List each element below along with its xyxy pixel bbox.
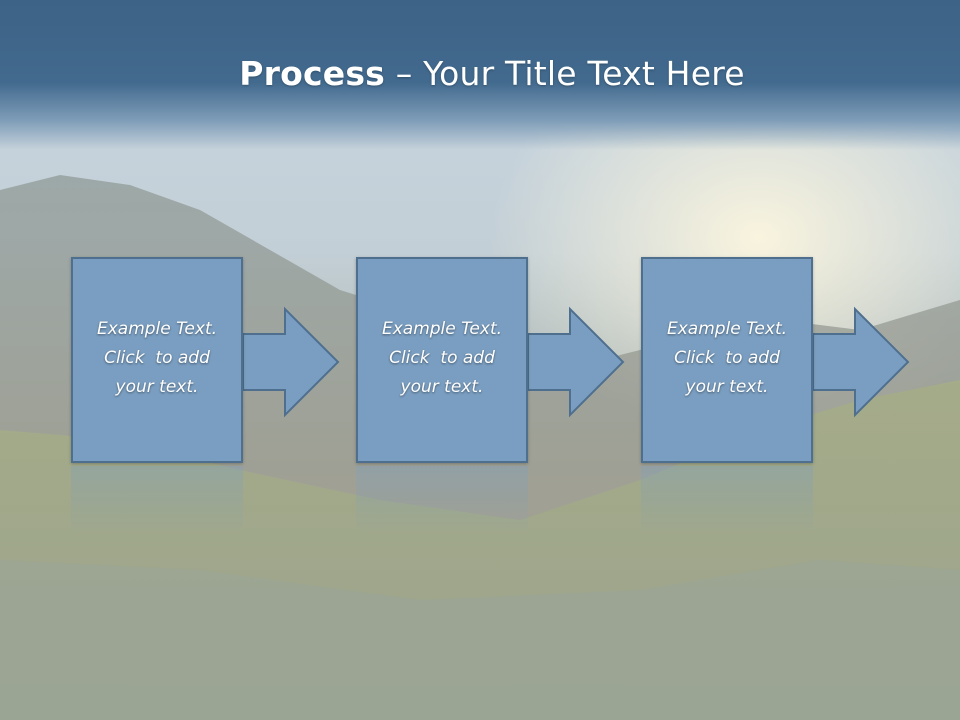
step-3-line-2: Click to add	[674, 348, 780, 368]
step-1-line-2: Click to add	[104, 348, 210, 368]
process-arrow-3	[812, 306, 910, 418]
process-arrow-1	[242, 306, 340, 418]
step-2-line-3: your text.	[400, 377, 484, 397]
title-bold-text: Process	[239, 54, 386, 93]
slide-title[interactable]: Process – Your Title Text Here	[0, 54, 960, 93]
step-3-line-1: Example Text.	[666, 319, 788, 339]
step-2-reflection	[356, 466, 528, 536]
step-3-reflection	[641, 466, 813, 536]
step-1-text: Example Text. Click to add your text.	[73, 315, 241, 402]
title-bar	[0, 0, 960, 150]
step-3-line-3: your text.	[685, 377, 769, 397]
process-step-box-2[interactable]: Example Text. Click to add your text.	[356, 257, 528, 463]
process-step-box-3[interactable]: Example Text. Click to add your text.	[641, 257, 813, 463]
title-rest-text: – Your Title Text Here	[385, 54, 745, 93]
step-1-line-3: your text.	[115, 377, 199, 397]
process-arrow-2	[527, 306, 625, 418]
process-step-box-1[interactable]: Example Text. Click to add your text.	[71, 257, 243, 463]
step-2-line-2: Click to add	[389, 348, 495, 368]
step-1-line-1: Example Text.	[96, 319, 218, 339]
step-2-text: Example Text. Click to add your text.	[358, 315, 526, 402]
step-2-line-1: Example Text.	[381, 319, 503, 339]
step-1-reflection	[71, 466, 243, 536]
step-3-text: Example Text. Click to add your text.	[643, 315, 811, 402]
